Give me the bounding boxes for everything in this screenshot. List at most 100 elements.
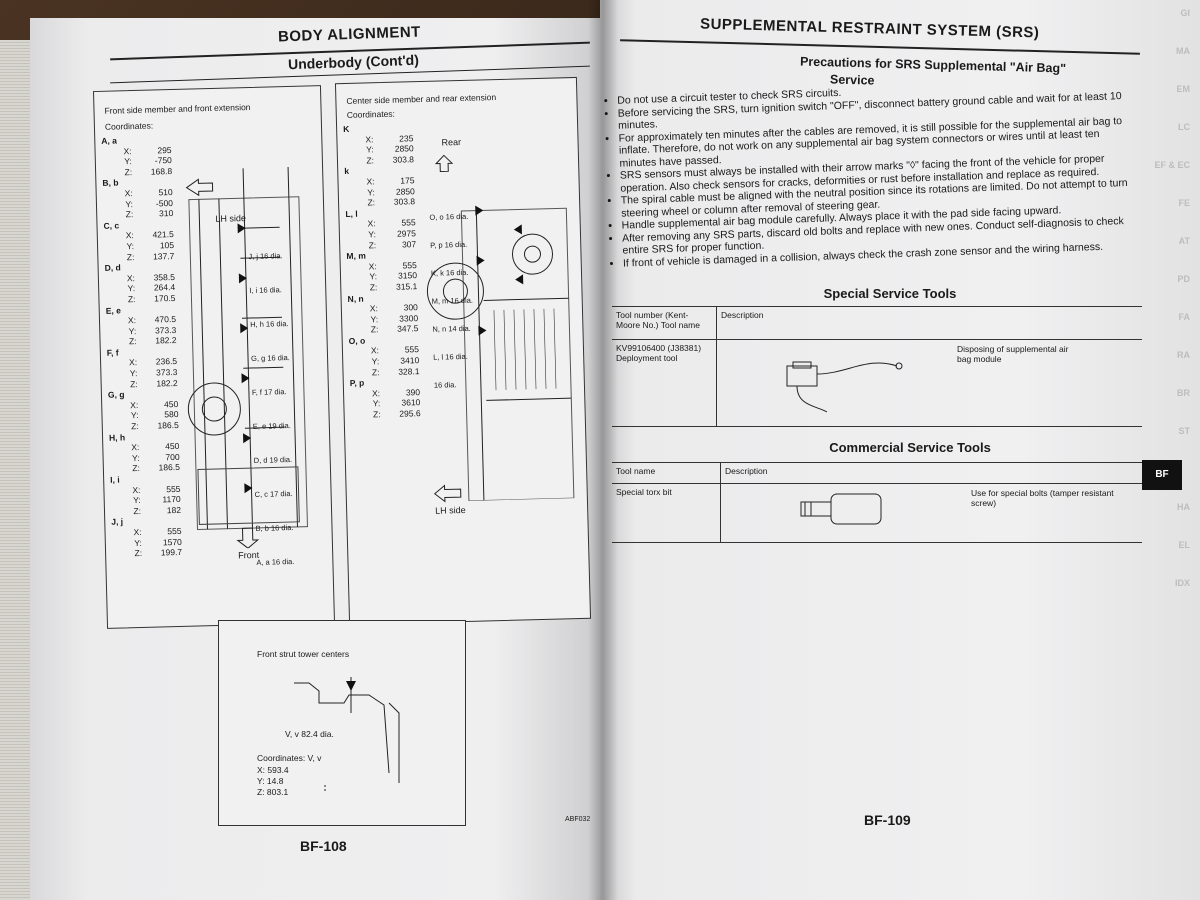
- index-tab-ra[interactable]: RA: [1177, 350, 1190, 360]
- right-page-number: BF-109: [864, 812, 911, 828]
- diagram-callout: J, j 16 dia.: [248, 251, 283, 262]
- index-tab-el[interactable]: EL: [1178, 540, 1190, 550]
- coord-z-value: 328.1: [398, 365, 420, 377]
- diagram-callout: F, f 17 dia.: [251, 387, 287, 398]
- left-page-number: BF-108: [300, 838, 347, 854]
- coord-z-value: 199.7: [160, 547, 183, 558]
- right-page: SUPPLEMENTAL RESTRAINT SYSTEM (SRS) Prec…: [600, 0, 1200, 900]
- commercial-tools-row-col1: Special torx bit: [612, 483, 721, 543]
- diagram-callout: L, l 16 dia.: [433, 351, 468, 362]
- coord-z-row: Z:295.6: [372, 408, 421, 420]
- diagram-callout: P, p 16 dia.: [430, 239, 468, 250]
- index-tab-ha[interactable]: HA: [1177, 502, 1190, 512]
- coord-z-row: Z:137.7: [126, 250, 175, 262]
- strut-y: Y: 14.8: [257, 776, 284, 786]
- strut-tower-panel: Front strut tower centers V, v 82.4 dia.…: [218, 620, 466, 826]
- left-page-subtitle: Underbody (Cont'd): [287, 51, 420, 73]
- coord-z-value: 182.2: [156, 377, 178, 389]
- center-side-member-panel: Center side member and rear extension Co…: [334, 76, 592, 626]
- special-tools-title: Special Service Tools: [823, 286, 957, 301]
- coord-z-row: Z:168.8: [124, 165, 173, 178]
- coord-z-row: Z:182.2: [128, 335, 177, 347]
- index-tab-lc[interactable]: LC: [1178, 122, 1190, 132]
- coord-z-value: 303.8: [393, 196, 416, 207]
- index-tab-bf[interactable]: BF: [1142, 460, 1182, 490]
- coord-z-value: 182.2: [155, 335, 177, 346]
- coord-z-value: 137.7: [152, 250, 175, 262]
- coord-z-row: Z:315.1: [369, 281, 418, 293]
- index-tab-at[interactable]: AT: [1178, 236, 1190, 246]
- special-tools-table: Tool number (Kent-Moore No.) Tool name D…: [612, 306, 1142, 427]
- strut-panel-title: Front strut tower centers: [257, 649, 350, 659]
- commercial-tools-header-col1: Tool name: [612, 462, 721, 484]
- strut-callout: V, v 82.4 dia.: [285, 729, 334, 739]
- center-panel-coords-label: Coordinates:: [346, 108, 396, 120]
- front-side-member-panel: Front side member and front extension Co…: [92, 85, 336, 629]
- coord-z-value: 182: [166, 504, 182, 516]
- coord-z-row: Z:310: [125, 208, 174, 220]
- commercial-tools-header-col2: Description: [720, 462, 1142, 484]
- special-tools-header-col1: Tool number (Kent-Moore No.) Tool name: [612, 306, 717, 340]
- diagram-callout: M, m 16 dia.: [431, 295, 474, 306]
- coord-z-row: Z:303.8: [366, 154, 415, 166]
- front-panel-title: Front side member and front extension: [104, 101, 251, 116]
- coord-z-row: Z:182.2: [129, 377, 178, 389]
- diagram-callout: A, a 16 dia.: [256, 556, 295, 567]
- front-underbody-diagram: [185, 166, 308, 549]
- strut-tower-diagram: [294, 677, 400, 791]
- coord-z-value: 310: [158, 208, 174, 219]
- index-tab-br[interactable]: BR: [1177, 388, 1190, 398]
- lh-side-arrow-icon: [433, 484, 462, 503]
- precautions-list: Do not use a circuit tester to check SRS…: [601, 77, 1135, 270]
- coord-z-row: Z:347.5: [370, 323, 419, 335]
- coord-z-row: Z:186.5: [131, 419, 179, 432]
- coord-z-row: Z:186.5: [132, 462, 181, 474]
- deployment-tool-icon: [786, 361, 903, 413]
- diagram-callout: D, d 19 dia.: [253, 454, 293, 465]
- left-page: BODY ALIGNMENT Underbody (Cont'd) Front …: [30, 18, 610, 900]
- index-tab-efec[interactable]: EF & EC: [1154, 160, 1190, 170]
- book-gutter-shadow: [588, 0, 618, 900]
- index-tab-fa[interactable]: FA: [1178, 312, 1190, 322]
- commercial-tools-row-desc: Use for special bolts (tamper resistant …: [971, 488, 1114, 508]
- diagram-callout: H, h 16 dia.: [250, 319, 289, 330]
- special-tools-header-col2: Description: [716, 306, 1142, 340]
- diagram-callout: O, o 16 dia.: [429, 211, 469, 222]
- index-tab-gi[interactable]: GI: [1180, 8, 1190, 18]
- coord-z-value: 303.8: [392, 154, 415, 165]
- special-tools-row-desc-cell: Disposing of supplemental air bag module: [716, 339, 1142, 427]
- left-page-title: BODY ALIGNMENT: [277, 23, 422, 46]
- coord-z-value: 186.5: [157, 419, 179, 431]
- front-panel-coords-label: Coordinates:: [104, 120, 154, 132]
- index-tab-st[interactable]: ST: [1178, 426, 1190, 436]
- coord-z-value: 295.6: [399, 408, 421, 419]
- index-tab-pd[interactable]: PD: [1177, 274, 1190, 284]
- coord-z-row: Z:182: [133, 504, 182, 516]
- diagram-callout: K, k 16 dia.: [430, 267, 469, 278]
- index-tab-fe[interactable]: FE: [1178, 198, 1190, 208]
- rear-label: Rear: [441, 136, 462, 148]
- diagram-callout: I, i 16 dia.: [249, 285, 282, 296]
- index-tab-idx[interactable]: IDX: [1174, 578, 1190, 588]
- coord-z-value: 347.5: [396, 323, 419, 334]
- coord-z-row: Z:303.8: [367, 196, 416, 208]
- special-tools-row-desc: Disposing of supplemental air bag module: [957, 344, 1069, 364]
- index-tab-ma[interactable]: MA: [1176, 46, 1190, 56]
- rear-arrow-icon: [434, 154, 454, 173]
- index-tab-em[interactable]: EM: [1176, 84, 1191, 94]
- diagram-callout: G, g 16 dia.: [250, 353, 290, 364]
- diagram-callout: E, e 19 dia.: [252, 421, 291, 432]
- right-title-rule: [620, 39, 1140, 55]
- strut-x: X: 593.4: [257, 765, 289, 775]
- coord-z-row: Z:328.1: [371, 365, 420, 378]
- diagram-callout: C, c 17 dia.: [254, 488, 293, 499]
- strut-z: Z: 803.1: [257, 787, 289, 797]
- coord-z-row: Z:199.7: [134, 547, 183, 559]
- strut-coords-label: Coordinates: V, v: [257, 753, 322, 763]
- center-lh-side-label: LH side: [435, 504, 466, 516]
- coord-z-value: 315.1: [395, 281, 418, 292]
- coord-z-value: 168.8: [150, 165, 173, 177]
- center-underbody-diagram: [426, 205, 575, 502]
